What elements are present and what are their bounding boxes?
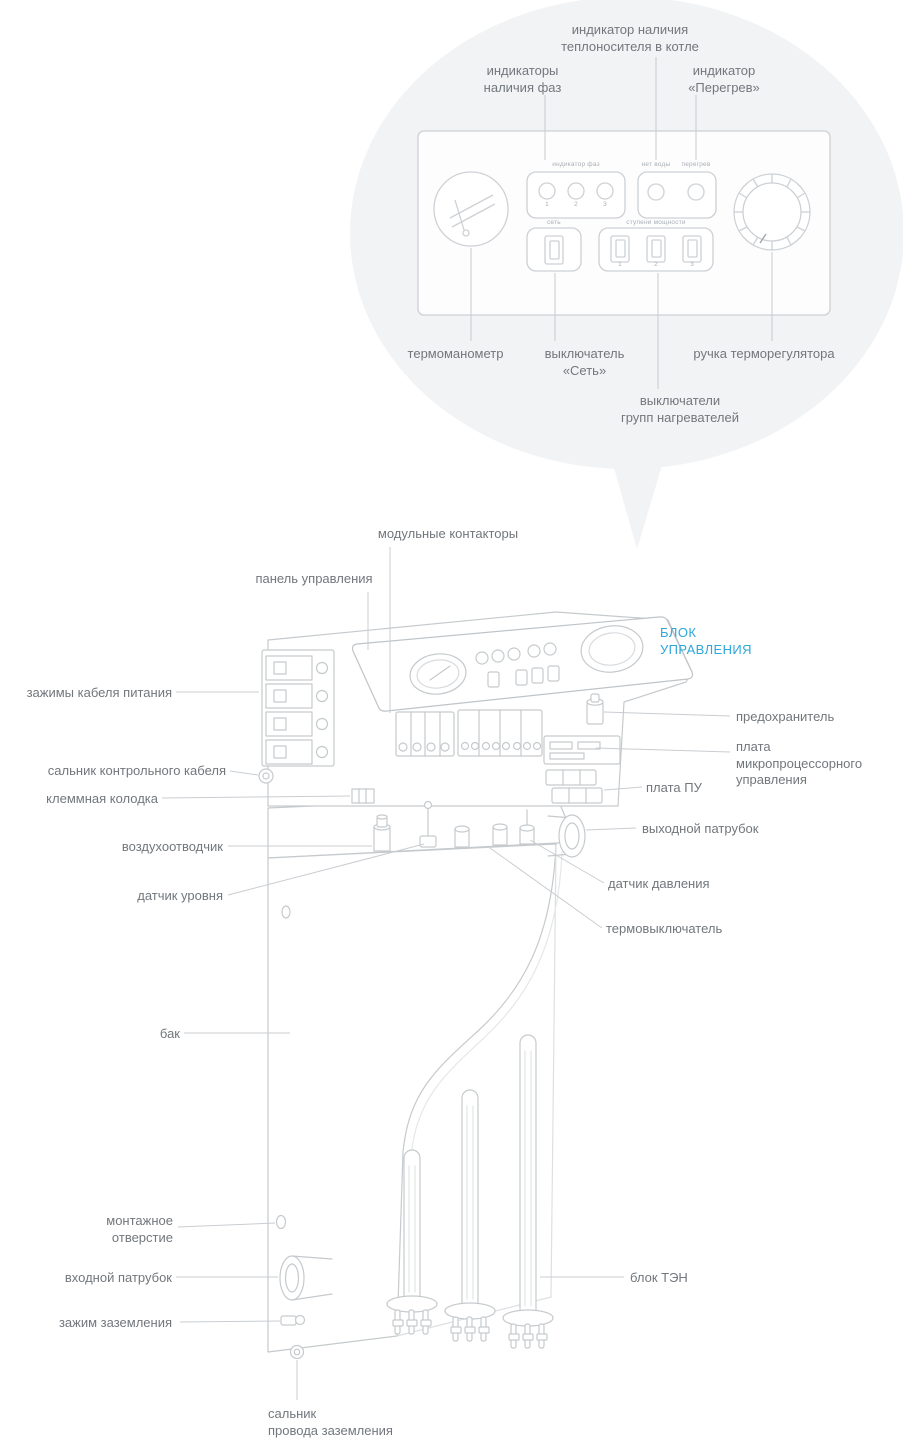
pu-board-part [545,769,603,804]
label-control-panel: панель управления [255,571,373,586]
power-clamps-part [261,649,335,767]
label-inlet-pipe: входной патрубок [64,1270,172,1285]
mounting-hole-part [275,1214,287,1230]
mcu-board-part [543,735,621,765]
label-heater-switches: выключатели групп нагревателей [620,393,739,425]
label-thermal-switch: термовыключатель [606,921,723,936]
label-contactors: модульные контакторы [377,526,519,541]
terminal-block-part [351,788,375,804]
label-control-unit: БЛОК УПРАВЛЕНИЯ [660,625,752,657]
level-sensor-part [419,800,437,848]
heating-tubes [386,1034,554,1349]
label-mcu-board: плата микропроцессорного управления [736,739,863,788]
inlet-pipe-part [279,1255,333,1301]
label-ground-clamp: зажим заземления [58,1315,172,1330]
panel-caption-no-water: нет воды [641,161,671,168]
label-tank: бак [159,1026,180,1041]
ground-gland-part [289,1344,305,1360]
label-pu-board: плата ПУ [646,780,702,795]
stage-switch-number-2: 2 [654,261,658,268]
label-terminal-block: клеммная колодка [46,791,158,806]
label-air-vent: воздухоотводчик [121,839,223,854]
mounting-hole-upper [281,905,291,919]
outlet-pipe-part [547,814,586,858]
power-switch-group [526,227,582,272]
thermomanometer-gauge [433,171,509,247]
boiler-drawing [258,611,694,1360]
label-power-clamps: зажимы кабеля питания [26,685,172,700]
phase-lamp-number-3: 3 [603,201,607,208]
fuse-part [586,693,604,725]
label-thermostat-knob: ручка терморегулятора [693,346,835,361]
control-unit-box [258,611,694,807]
control-gland-part [258,768,274,784]
label-thermomanometer: термоманометр [407,346,504,361]
label-level-sensor: датчик уровня [137,888,223,903]
thermal-switch-part [454,823,508,848]
phase-lamp-number-1: 1 [545,201,549,208]
water-overheat-group [637,171,717,219]
leader-lines [161,547,731,1400]
air-vent-part [373,814,391,852]
thermostat-knob [733,173,811,251]
panel-caption-overheat: перегрев [681,161,711,168]
label-overheat-indicator: индикатор «Перегрев» [688,63,760,95]
label-fuse: предохранитель [736,709,835,724]
control-panel-detail [417,130,831,316]
label-power-switch: выключатель «Сеть» [544,346,625,378]
label-ground-wire-gland: сальник провода заземления [268,1406,393,1438]
panel-caption-net: сеть [547,219,561,226]
callout-leader-lines [470,57,773,389]
label-heating-block: блок ТЭН [630,1270,688,1285]
contactors-part [395,709,543,757]
label-coolant-indicator: индикатор наличия теплоносителя в котле [561,22,699,54]
stage-switches-group [598,227,714,272]
panel-caption-phases: индикатор фаз [552,161,600,168]
label-outlet-pipe: выходной патрубок [642,821,759,836]
phase-lamp-number-2: 2 [574,201,578,208]
panel-caption-stages: ступени мощности [626,219,686,226]
label-mounting-hole: монтажное отверстие [106,1213,173,1245]
phase-indicator-group [526,171,626,219]
label-phase-indicators: индикаторы наличия фаз [483,63,562,95]
ground-clamp-part [280,1314,306,1326]
stage-switch-number-3: 3 [690,261,694,268]
stage-switch-number-1: 1 [618,261,622,268]
label-pressure-sensor: датчик давления [608,876,710,891]
label-control-cable-gland: сальник контрольного кабеля [47,763,226,778]
tank-body [267,843,557,1353]
